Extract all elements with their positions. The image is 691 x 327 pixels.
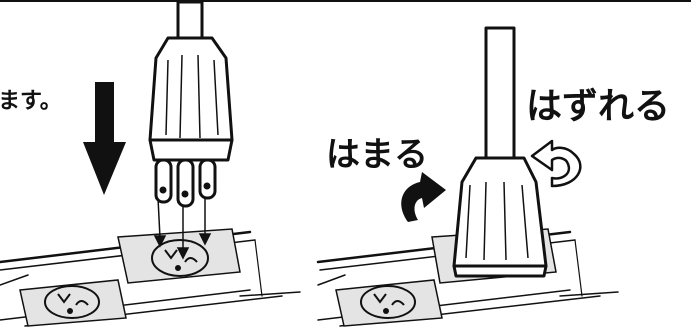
down-arrow-icon: [83, 82, 126, 195]
rotate-clockwise-arrow-icon: [401, 172, 446, 222]
outlet-icon: [335, 279, 443, 327]
outlet-icon: [117, 228, 241, 284]
plug-icon: [148, 0, 234, 208]
outlet-icon: [19, 279, 127, 327]
guide-arrows: [153, 192, 212, 260]
right-panel: はまる はずれる: [316, 26, 670, 327]
left-caption: ます。: [0, 89, 62, 114]
label-insert: はまる: [326, 135, 428, 175]
left-panel: ます。: [0, 0, 301, 327]
rotate-counterclockwise-arrow-icon: [530, 139, 582, 188]
label-remove: はずれる: [526, 86, 670, 127]
plug-icon: [452, 26, 548, 278]
